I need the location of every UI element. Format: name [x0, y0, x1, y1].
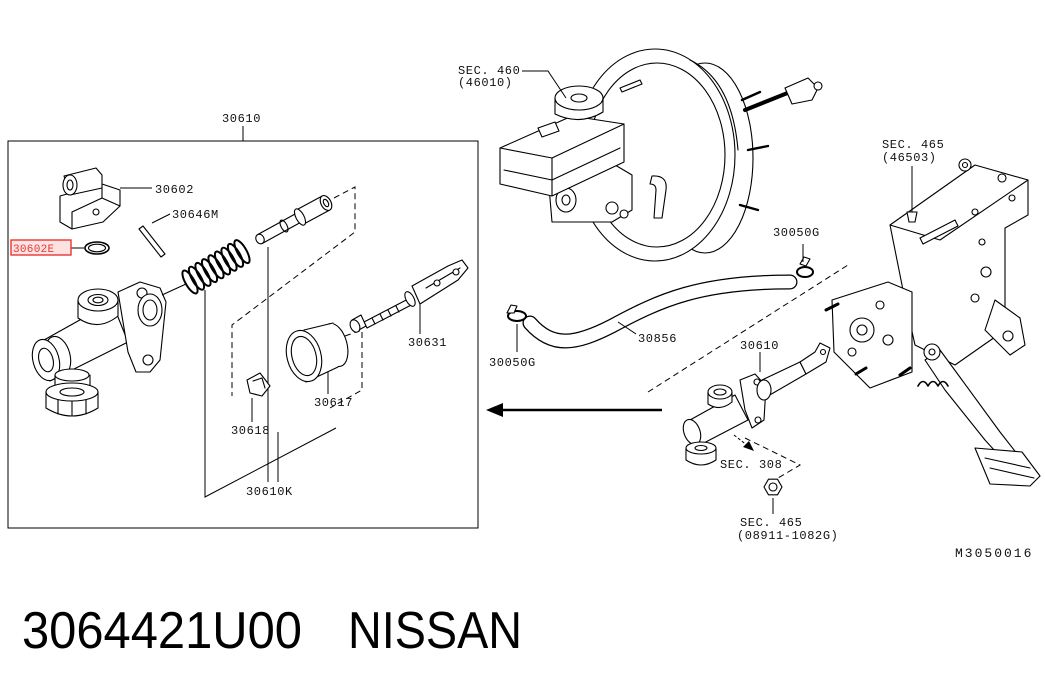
highlight-box — [10, 239, 72, 256]
label-connector: 30602 — [155, 183, 194, 197]
label-master-cyl: 30610 — [740, 339, 779, 353]
label-pin: 30646M — [172, 208, 219, 222]
label-clamp-left: 30050G — [489, 356, 536, 370]
label-sec308: SEC. 308 — [720, 458, 782, 472]
o-ring — [84, 241, 110, 255]
kit-bracket — [204, 290, 337, 498]
label-box-title: 30610 — [222, 112, 261, 126]
caption-brand: NISSAN — [348, 602, 522, 660]
label-sec465-bottom: SEC. 465 — [740, 516, 802, 530]
caption-part-number: 3064421U00 — [22, 602, 302, 660]
label-sec460-code: (46010) — [458, 76, 513, 90]
clip — [246, 372, 271, 397]
assembly-guide-upper — [231, 186, 356, 396]
reservoir-connector — [59, 167, 121, 230]
hose-clamp-right — [796, 256, 814, 278]
bushing — [285, 322, 349, 383]
reference-arrow-head — [486, 403, 503, 417]
master-cylinder-body — [31, 281, 167, 417]
brake-fluid-reservoir — [499, 85, 625, 197]
push-rod — [349, 259, 469, 333]
label-hose: 30856 — [638, 332, 677, 346]
label-push-rod: 30631 — [408, 336, 447, 350]
reservoir-hose — [522, 274, 798, 349]
caption: 3064421U00 NISSAN — [22, 602, 522, 660]
mc-outlet-arrow-head — [743, 441, 754, 451]
spring-leader — [161, 283, 187, 296]
label-o-ring: 30602E — [13, 244, 55, 256]
label-sec465-bottom-code: (08911-1082G) — [737, 529, 838, 543]
sec460-leader — [522, 70, 567, 99]
label-kit: 30610K — [246, 485, 293, 499]
label-bushing: 30617 — [314, 396, 353, 410]
figure-code: M3050016 — [955, 546, 1033, 561]
label-clip: 30618 — [231, 424, 270, 438]
mc-outlet-arrow-line — [733, 434, 749, 447]
piston — [255, 195, 333, 245]
hose-leader — [617, 321, 637, 335]
hose-clamp-left — [506, 304, 527, 322]
mounting-nut — [763, 478, 783, 496]
pin-leader — [151, 213, 171, 224]
label-sec465-top: SEC. 465 — [882, 138, 944, 152]
mc-guide-lower — [744, 437, 802, 479]
label-sec465-top-code: (46503) — [882, 151, 937, 165]
part-labels: 30610 30602 30646M 30602E 30631 30617 30… — [13, 64, 1033, 561]
label-sec460: SEC. 460 — [458, 64, 520, 78]
pedal-bracket-bolt — [906, 211, 918, 223]
clutch-pedal-assembly — [824, 158, 1041, 487]
clutch-master-cylinder — [682, 342, 831, 466]
pin — [138, 225, 166, 258]
label-clamp-right: 30050G — [773, 226, 820, 240]
return-spring — [181, 239, 251, 295]
